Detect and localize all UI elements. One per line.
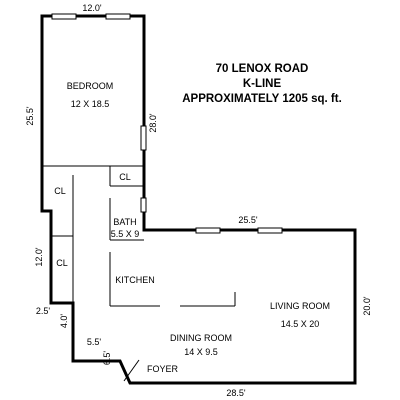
dim-left-lower: 12.0' <box>34 247 44 267</box>
foyer-label: FOYER <box>147 364 179 374</box>
bath-size: 5.5 X 9 <box>111 229 140 239</box>
bath-label: BATH <box>113 217 136 227</box>
dim-left-upper: 25.5' <box>25 106 35 126</box>
closet-upper-label: CL <box>54 186 66 196</box>
dim-step-height: 4.0' <box>59 314 69 329</box>
dim-right-height: 20.0' <box>362 296 372 316</box>
closet-small-label: CL <box>119 172 131 182</box>
exterior-wall <box>40 14 357 385</box>
title-unit: K-LINE <box>243 78 282 90</box>
bedroom-label: BEDROOM <box>67 81 114 91</box>
closet-lower-label: CL <box>56 258 68 268</box>
foyer-door <box>123 359 140 382</box>
title-address: 70 LENOX ROAD <box>216 63 309 75</box>
kitchen-label: KITCHEN <box>115 275 155 285</box>
bedroom-side-window <box>140 125 147 151</box>
dim-step-width: 2.5' <box>36 306 51 316</box>
dim-living-top: 25.5' <box>238 215 258 225</box>
living-window-left <box>195 227 221 234</box>
dining-room-label: DINING ROOM <box>170 333 232 343</box>
dim-foyer-height: 6.5' <box>102 351 112 366</box>
living-room-size: 14.5 X 20 <box>281 319 320 329</box>
dim-top-width: 12.0' <box>82 3 102 13</box>
dining-room-size: 14 X 9.5 <box>184 347 218 357</box>
dim-bottom-width: 28.5' <box>226 388 246 398</box>
bedroom-window-left <box>51 13 77 20</box>
living-window-right <box>257 227 283 234</box>
title-area: APPROXIMATELY 1205 sq. ft. <box>182 93 342 105</box>
dim-bedroom-right: 28.0' <box>148 113 158 133</box>
living-room-label: LIVING ROOM <box>270 301 330 311</box>
bedroom-window-right <box>105 13 131 20</box>
dim-foyer-width: 5.5' <box>87 337 102 347</box>
bedroom-size: 12 X 18.5 <box>71 99 110 109</box>
bath-window <box>140 197 147 213</box>
